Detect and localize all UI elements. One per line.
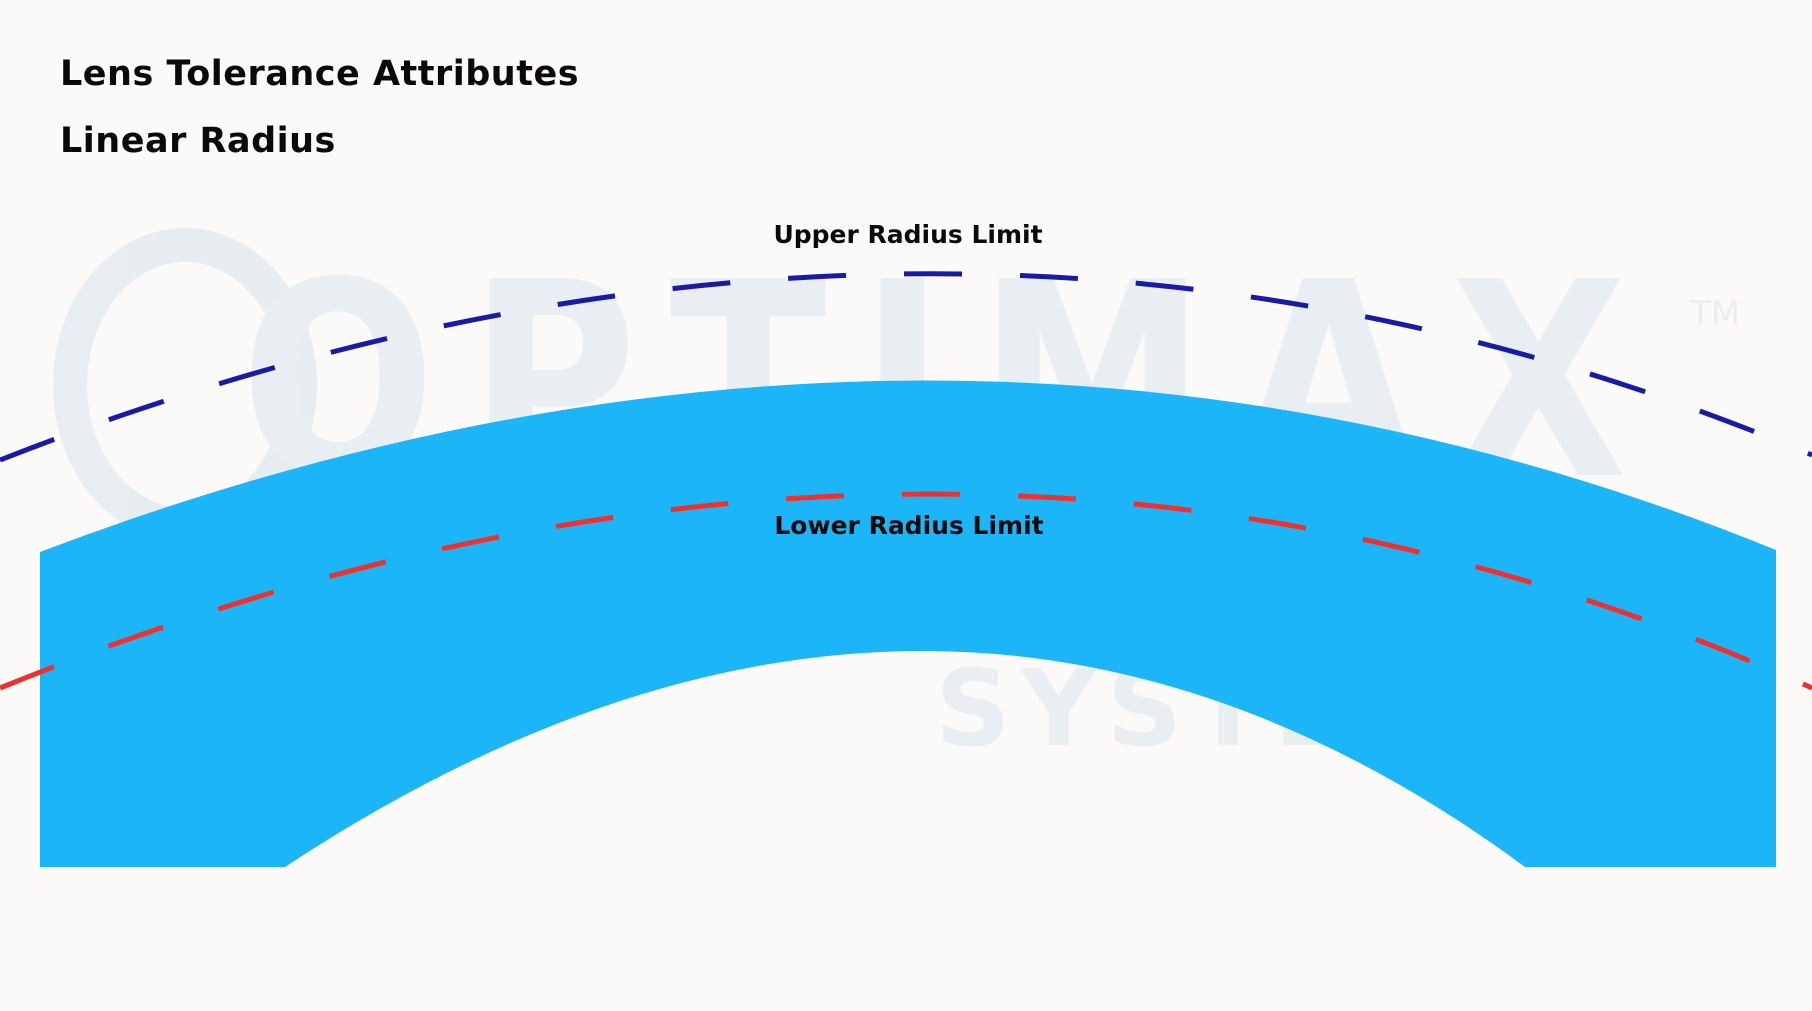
page-subtitle: Linear Radius: [60, 121, 336, 161]
lower-radius-limit-label: Lower Radius Limit: [774, 511, 1043, 540]
page-title: Lens Tolerance Attributes: [60, 54, 580, 94]
upper-radius-limit-label: Upper Radius Limit: [773, 220, 1042, 249]
lens-body: [40, 380, 1776, 867]
lower-radius-limit-line: [0, 491, 1812, 691]
upper-radius-limit-line: [0, 271, 1812, 463]
watermark-trademark: TM: [1689, 294, 1740, 334]
